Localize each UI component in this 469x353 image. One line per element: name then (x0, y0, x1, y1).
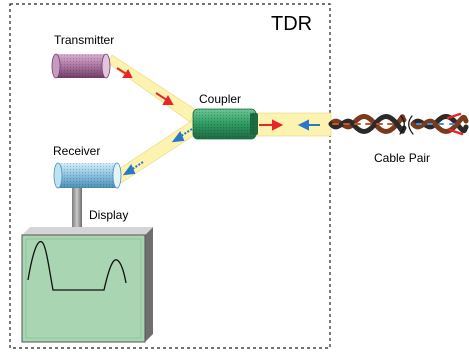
tdr-title: TDR (271, 13, 313, 35)
cable-pair-label: Cable Pair (374, 151, 431, 165)
receiver-label: Receiver (53, 144, 101, 158)
cable-pair (328, 112, 469, 136)
beam-transmitter-to-coupler (107, 54, 197, 123)
tdr-enclosure (9, 3, 331, 349)
coupler (192, 108, 258, 140)
display-monitor (21, 227, 153, 343)
display-waveform (27, 240, 127, 291)
reflected-signal-arrows (122, 119, 320, 176)
display-mount-pole (72, 188, 82, 228)
transmitter-label: Transmitter (54, 33, 115, 47)
forward-signal-arrows (116, 67, 284, 131)
display-label: Display (89, 208, 129, 222)
transmitter (51, 53, 111, 79)
receiver (53, 162, 122, 189)
coupler-label: Coupler (199, 92, 242, 106)
